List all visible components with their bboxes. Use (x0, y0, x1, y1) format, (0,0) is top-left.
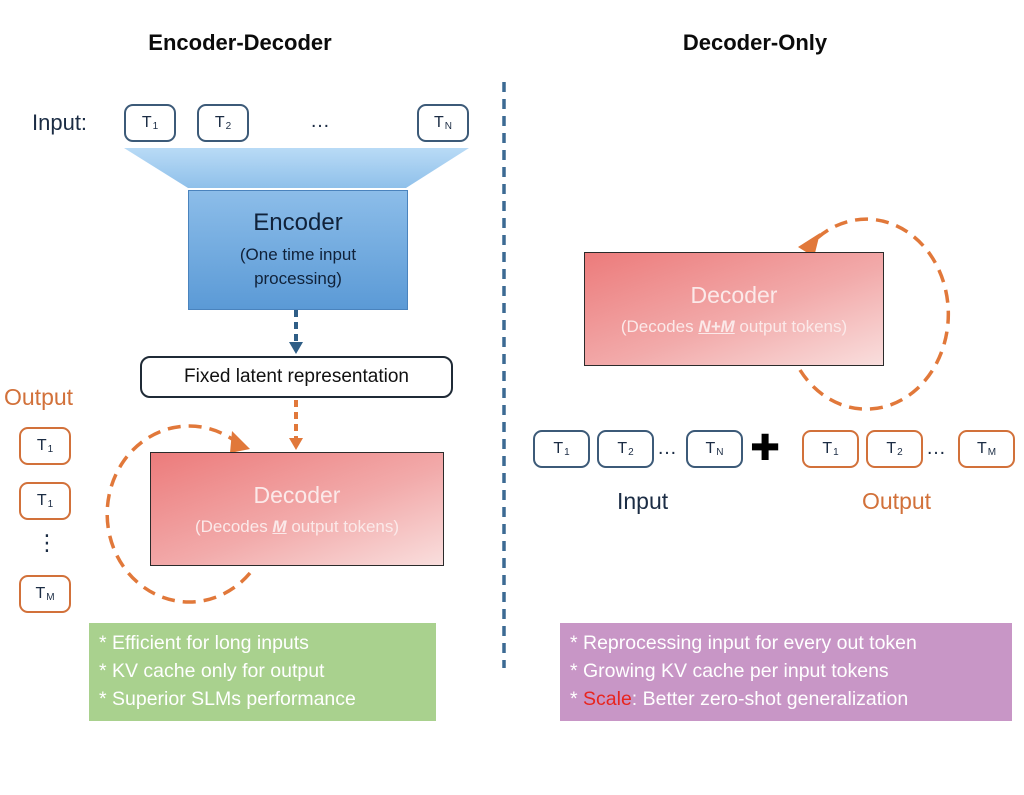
encoder-subtitle-2: processing) (254, 269, 342, 288)
note-line: * Superior SLMs performance (99, 688, 356, 710)
note-line: * KV cache only for output (99, 660, 325, 682)
right-decoder-title: Decoder (690, 281, 778, 308)
right-decoder-subtitle: (Decodes N+M output tokens) (620, 316, 848, 336)
note-line: * Growing KV cache per input tokens (570, 660, 889, 682)
left-decoder-subtitle: (Decodes M output tokens) (194, 516, 400, 536)
right-input-caption: Input (617, 488, 669, 514)
encoder-decoder-notes: * Efficient for long inputs * KV cache o… (89, 623, 436, 721)
output-vertical-ellipsis: ⋮ (36, 530, 58, 555)
latent-representation: Fixed latent representation (140, 356, 453, 398)
scale-highlight: Scale (583, 688, 632, 710)
output-label: Output (4, 384, 74, 410)
encoder-to-latent-arrow (289, 310, 303, 354)
decoder-only-notes: * Reprocessing input for every out token… (560, 623, 1012, 721)
right-decoder-block: Decoder (Decodes N+M output tokens) (584, 252, 884, 366)
encoder-title: Encoder (253, 209, 343, 236)
plus-icon: ✚ (750, 427, 781, 468)
panel-divider (502, 82, 506, 668)
encoder-decoder-title: Encoder-Decoder (148, 30, 332, 55)
right-decoder-loop (798, 217, 951, 411)
left-decoder-title: Decoder (253, 481, 341, 508)
left-decoder-block: Decoder (Decodes M output tokens) (150, 452, 444, 566)
decoder-only-title: Decoder-Only (682, 30, 828, 55)
right-output-caption: Output (862, 488, 932, 514)
encoder-block: Encoder (One time input processing) (188, 190, 408, 310)
note-line: * Efficient for long inputs (99, 632, 309, 654)
right-input-ellipsis: … (657, 437, 677, 459)
note-line: * Reprocessing input for every out token (570, 632, 917, 654)
latent-to-decoder-arrow (289, 400, 303, 450)
encoder-subtitle-1: (One time input (239, 245, 357, 264)
input-label: Input: (32, 110, 88, 135)
left-decoder-loop (105, 424, 252, 604)
note-line: * Scale: Better zero-shot generalization (570, 688, 909, 710)
input-funnel (124, 148, 469, 188)
input-ellipsis: … (310, 110, 330, 132)
right-output-ellipsis: … (926, 437, 946, 459)
